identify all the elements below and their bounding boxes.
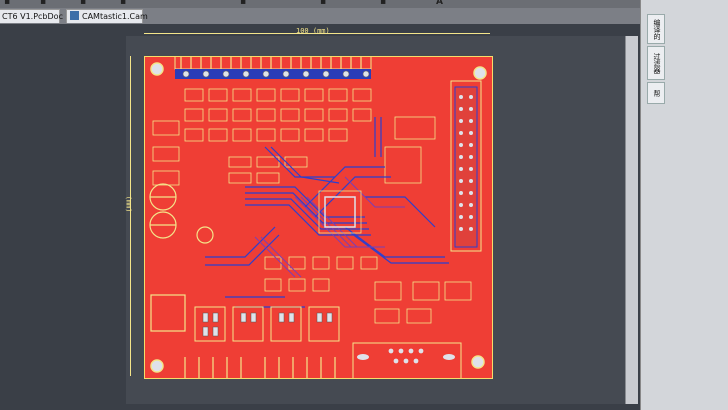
cam-icon (70, 11, 79, 20)
header-connector-top (174, 42, 372, 79)
component-outlines (152, 88, 472, 324)
power-jack-outline (150, 294, 186, 332)
tab-bar: CT6 V1.PcbDoc✕ CAMtastic1.Cam (0, 8, 640, 25)
tool-icon[interactable]: ▪ (380, 0, 387, 7)
tool-icon[interactable]: ▪ (40, 0, 47, 7)
capacitors (149, 183, 214, 244)
tool-icon[interactable]: ▪ (4, 0, 11, 7)
dimension-label-top: 100 (mm) (296, 27, 330, 35)
dimension-line-left (130, 56, 131, 376)
panel-tab-help[interactable]: 帮 (647, 82, 665, 104)
terminal-blocks (194, 306, 340, 342)
dimension-label-left: (mm) (124, 195, 133, 213)
tab-camtastic[interactable]: CAMtastic1.Cam (66, 9, 148, 23)
pcb-artwork (149, 42, 487, 387)
tab-pcbdoc[interactable]: CT6 V1.PcbDoc✕ (0, 9, 71, 23)
vertical-scrollbar[interactable] (625, 36, 638, 404)
panel-tab-compiled[interactable]: 编译的 (647, 14, 665, 44)
mounting-holes (150, 62, 487, 373)
tool-icon[interactable]: ▪ (120, 0, 127, 7)
bottom-right-connector (352, 342, 462, 384)
tool-icon[interactable]: ▪ (240, 0, 247, 7)
panel-tab-filter[interactable]: 过滤器 (647, 46, 665, 80)
header-connector-bottom (184, 357, 336, 387)
terminal-pads (202, 312, 333, 337)
text-tool-icon[interactable]: A (436, 0, 443, 7)
dimension-line-top (144, 33, 490, 34)
side-panel: 编译的 过滤器 帮 (640, 0, 728, 410)
tab-label: CAMtastic1.Cam (82, 12, 148, 21)
tool-icon[interactable]: ▪ (320, 0, 327, 7)
tool-icon[interactable]: ▪ (80, 0, 87, 7)
mcu-chip (318, 190, 362, 234)
traces-bottom-layer (205, 117, 449, 308)
header-connector-right (450, 80, 482, 252)
pcb-board[interactable] (144, 42, 493, 387)
tab-label: CT6 V1.PcbDoc (2, 12, 63, 21)
traces-mid-layer (254, 176, 405, 278)
toolbar: ▪ ▪ ▪ ▪ ▪ ▪ ▪ A (0, 0, 640, 8)
